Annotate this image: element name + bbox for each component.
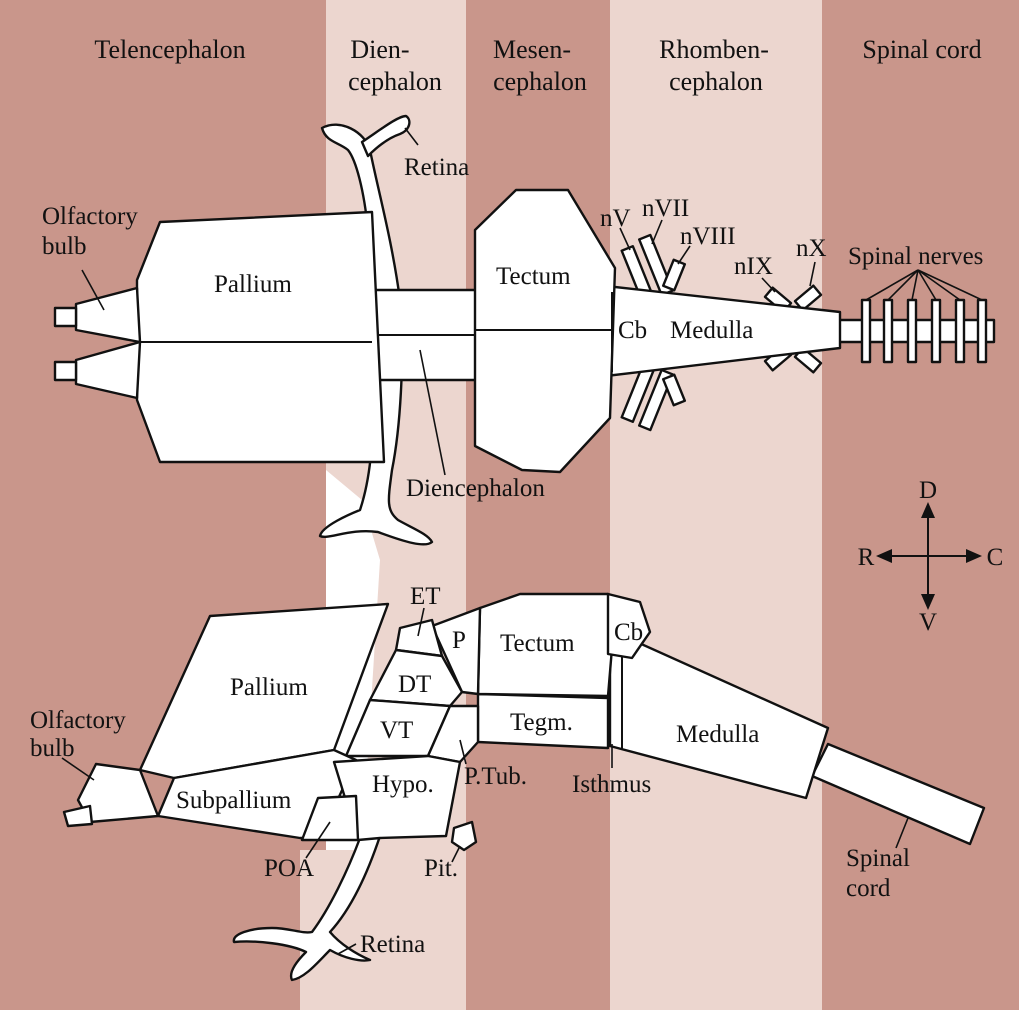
label-olfactory-lateral-2: bulb [30, 735, 74, 762]
label-subpallium: Subpallium [176, 787, 292, 814]
label-isthmus: Isthmus [572, 771, 651, 798]
label-nix: nIX [734, 253, 773, 280]
label-poa: POA [264, 855, 314, 882]
label-nv: nV [600, 205, 631, 232]
label-medulla-lateral: Medulla [676, 721, 759, 748]
label-cb-lateral: Cb [614, 619, 643, 646]
label-pallium-lateral: Pallium [230, 674, 308, 701]
label-pit: Pit. [424, 855, 458, 882]
label-olfactory-dorsal-2: bulb [42, 233, 86, 260]
label-vt: VT [380, 717, 413, 744]
label-olfactory-lateral-1: Olfactory [30, 707, 126, 734]
header-diencephalon-line2: cephalon [348, 67, 442, 96]
compass-dorsal-label: D [919, 477, 937, 504]
label-nx: nX [796, 235, 827, 262]
spinal-nerve-3 [908, 300, 916, 362]
header-mesencephalon-line2: cephalon [493, 67, 587, 96]
spinal-nerve-6 [978, 300, 986, 362]
label-tectum-lateral: Tectum [500, 630, 575, 657]
label-dt: DT [398, 671, 431, 698]
label-nvii: nVII [642, 195, 689, 222]
label-retina-dorsal: Retina [404, 154, 469, 181]
dorsal-olfactory-tip-bottom [55, 362, 76, 380]
label-nviii: nVIII [680, 223, 736, 250]
compass-ventral-label: V [919, 609, 937, 636]
label-medulla-dorsal: Medulla [670, 317, 753, 344]
label-spinal-nerves: Spinal nerves [848, 243, 983, 270]
label-cb-dorsal: Cb [618, 317, 647, 344]
label-spinal-cord-lateral-1: Spinal [846, 845, 910, 872]
compass-rostral-label: R [858, 544, 875, 571]
spinal-nerve-2 [884, 300, 892, 362]
header-telencephalon: Telencephalon [94, 35, 245, 64]
label-hypo: Hypo. [372, 771, 434, 798]
header-mesencephalon-line1: Mesen- [493, 35, 571, 64]
label-tegm: Tegm. [510, 709, 573, 736]
label-p: P [452, 627, 466, 654]
label-pallium-dorsal: Pallium [214, 271, 292, 298]
dorsal-pallium [137, 212, 384, 462]
spinal-nerve-5 [956, 300, 964, 362]
dorsal-olfactory-tip-top [55, 308, 76, 326]
header-spinal-cord: Spinal cord [862, 35, 981, 64]
label-retina-lateral: Retina [360, 931, 425, 958]
label-tectum-dorsal: Tectum [496, 263, 571, 290]
label-olfactory-dorsal-1: Olfactory [42, 203, 138, 230]
header-diencephalon-line1: Dien- [350, 35, 409, 64]
band-rhombencephalon [610, 0, 822, 1010]
label-diencephalon-dorsal: Diencephalon [406, 475, 545, 502]
spinal-nerve-1 [862, 300, 870, 362]
header-rhombencephalon-line2: cephalon [669, 67, 763, 96]
label-ptub: P.Tub. [464, 763, 527, 790]
band-mesencephalon [466, 0, 610, 1010]
compass-caudal-label: C [987, 544, 1004, 571]
label-et: ET [410, 583, 441, 610]
header-rhombencephalon-line1: Rhomben- [659, 35, 769, 64]
label-spinal-cord-lateral-2: cord [846, 875, 891, 902]
spinal-nerve-4 [932, 300, 940, 362]
